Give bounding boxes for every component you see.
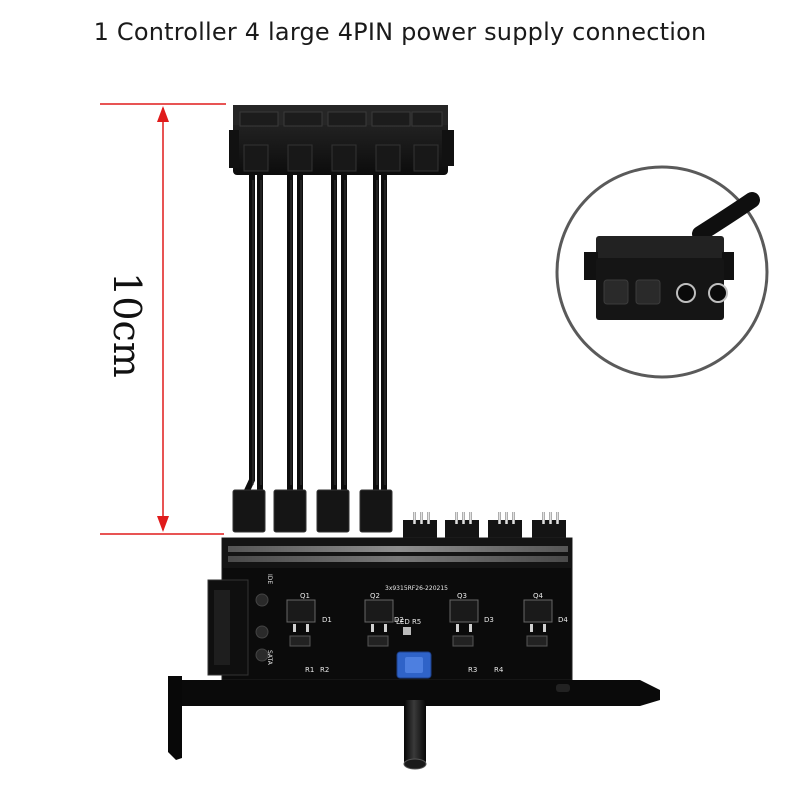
pci-bracket [168, 676, 660, 760]
pcb-label-r1: R1 [305, 666, 314, 674]
led-indicator [403, 627, 411, 635]
controller-pcb: 3x9315RF26-220215 LED R5 SATA IDE Q1 Q2 … [207, 537, 573, 681]
page-title: 1 Controller 4 large 4PIN power supply c… [93, 18, 707, 46]
arrow-up-icon [157, 106, 169, 122]
arrow-down-icon [157, 516, 169, 532]
pcb-label-r3: R3 [468, 666, 477, 674]
pcb-sata-label: SATA [266, 650, 273, 666]
pcb-led-label: LED R5 [396, 618, 421, 626]
pcb-label-q3: Q3 [457, 592, 467, 600]
pcb-label-r2: R2 [320, 666, 329, 674]
molex-connector-top [229, 105, 454, 175]
pcb-ide-label: IDE [266, 574, 273, 584]
speed-potentiometer [396, 651, 432, 679]
pcb-label-d3: D3 [484, 616, 494, 624]
pcb-label-q4: Q4 [533, 592, 544, 600]
molex-connector-closeup-icon [584, 236, 734, 320]
pcb-board-code: 3x9315RF26-220215 [385, 585, 448, 592]
pcb-label-r4: R4 [494, 666, 504, 674]
fan-headers-open [403, 512, 566, 540]
pcb-label-d4: D4 [558, 616, 568, 624]
pcb-label-q1: Q1 [300, 592, 310, 600]
speed-knob [403, 700, 427, 770]
wire-bundle [242, 172, 387, 498]
pcb-label-q2: Q2 [370, 592, 380, 600]
pcb-label-d2: D2 [394, 616, 404, 624]
dimension-indicator [100, 103, 226, 535]
pcb-label-d1: D1 [322, 616, 332, 624]
inset-closeup [555, 165, 769, 379]
dimension-label: 10cm [105, 272, 149, 378]
fan-plugs-cabled [232, 489, 393, 533]
